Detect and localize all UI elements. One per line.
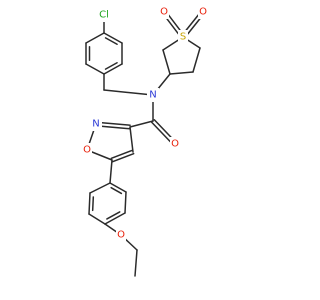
bond-line-8: [103, 89, 154, 96]
bond-line-23-b: [110, 149, 134, 160]
bond-line-4: [85, 63, 105, 75]
bond-line-1-inner: [104, 37, 118, 46]
sulfur-label: S: [180, 32, 186, 43]
isoxazole-nitrogen-atom: N: [90, 117, 102, 131]
sulfur-atom: S: [178, 30, 188, 44]
atom-labels: Cl S O O N O N O: [82, 5, 208, 242]
bond-line-24: [129, 126, 134, 153]
bond-line-1: [103, 32, 123, 44]
bond-line-31-inner: [110, 186, 123, 195]
isoxazole-oxygen-label: O: [83, 145, 91, 156]
sulfonyl-oxygen-right: O: [198, 5, 208, 19]
bond-line-30: [124, 191, 127, 214]
amide-nitrogen-label: N: [149, 90, 156, 101]
isoxazole-nitrogen-label: N: [92, 119, 99, 130]
carbonyl-oxygen-label: O: [171, 139, 179, 150]
isoxazole-oxygen-atom: O: [82, 143, 92, 157]
bond-line-28: [88, 213, 106, 225]
bond-line-3-inner: [104, 61, 118, 70]
sulfonyl-oxygen-left-label: O: [160, 7, 168, 18]
bond-line-11: [192, 47, 201, 73]
bond-line-27: [88, 192, 91, 215]
bond-line-25: [109, 159, 113, 184]
bond-line-19: [129, 120, 154, 128]
sulfonyl-oxygen-left: O: [159, 5, 169, 19]
bond-line-29: [104, 212, 126, 225]
bonds: [85, 10, 206, 277]
ether-oxygen-label: O: [117, 230, 125, 241]
bond-line-27-inner: [91, 196, 95, 212]
sulfonyl-oxygen-right-label: O: [199, 7, 207, 18]
amide-nitrogen-atom: N: [147, 88, 159, 102]
bond-line-6: [85, 32, 105, 44]
ether-oxygen-atom: O: [116, 228, 126, 242]
bond-line-26: [89, 182, 111, 194]
carbonyl-oxygen-atom: O: [170, 137, 180, 151]
chemical-structure: Cl S O O N O N O: [82, 5, 208, 277]
chlorine-label: Cl: [99, 10, 109, 21]
bond-line-31: [109, 182, 127, 193]
bond-line-10: [169, 71, 194, 75]
bond-line-3: [103, 63, 123, 75]
bond-line-29-inner: [106, 211, 121, 220]
bond-line-23-a: [111, 152, 135, 163]
bond-line-34: [134, 249, 138, 277]
bond-line-14: [162, 49, 171, 75]
chlorine-atom: Cl: [95, 8, 113, 22]
